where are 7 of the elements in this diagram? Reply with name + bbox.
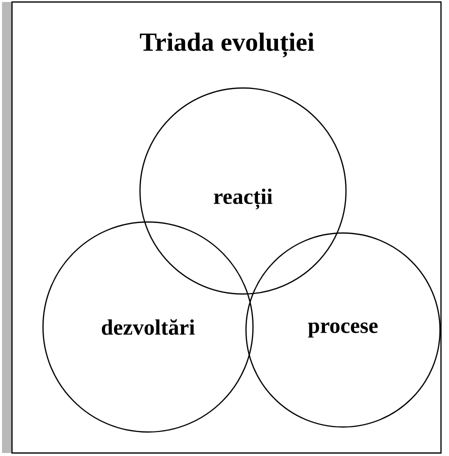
circle-label: reacții: [214, 188, 272, 210]
venn-circle: [245, 232, 441, 428]
circle-label: dezvoltări: [102, 319, 195, 335]
circle-label: procese: [308, 322, 378, 338]
venn-circle: [42, 221, 254, 433]
title: Triada evoluției: [140, 32, 314, 58]
venn-circle: [139, 87, 347, 295]
